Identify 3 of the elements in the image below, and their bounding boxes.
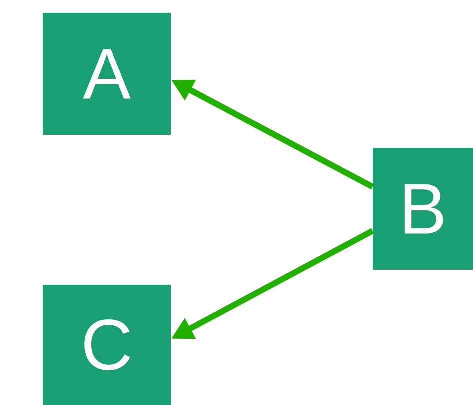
letter-box: A bbox=[43, 13, 171, 135]
letter-box: B bbox=[373, 148, 473, 270]
letter-box: C bbox=[43, 285, 171, 405]
